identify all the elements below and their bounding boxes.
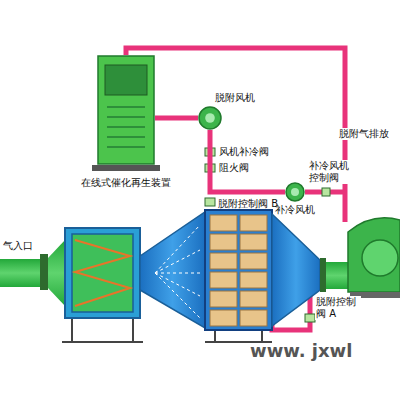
airflow xyxy=(155,225,200,318)
regeneration-device: 在线式催化再生装置 xyxy=(97,55,155,165)
device-stand xyxy=(92,165,160,171)
filter-box xyxy=(65,228,140,318)
valve-label: 阻火阀 xyxy=(219,162,249,174)
pipe-connector xyxy=(210,130,285,192)
watermark: www. jxwl xyxy=(250,340,352,362)
outlet-duct xyxy=(326,262,348,289)
valve-label: 脱附控制阀 A xyxy=(315,296,361,320)
node-label: 在线式催化再生装置 xyxy=(81,177,171,189)
carbon-grid xyxy=(210,215,267,326)
node-shape xyxy=(285,182,305,202)
main-fan xyxy=(348,218,400,292)
pipe xyxy=(126,48,345,330)
filter-media xyxy=(72,234,133,312)
node-shape xyxy=(97,55,155,165)
valve-label: 补冷风机控制阀 xyxy=(308,160,350,184)
fan-housing xyxy=(362,240,398,276)
flange xyxy=(40,254,48,290)
node-shape xyxy=(198,106,222,130)
valve-label: 脱附气排放 xyxy=(338,128,390,140)
valve-label: 风机补冷阀 xyxy=(219,146,269,158)
inlet-duct: 气入口 xyxy=(0,258,40,288)
node-shape xyxy=(0,258,40,288)
node-label: 补冷风机 xyxy=(275,204,315,216)
valve-label: 脱附控制阀 B xyxy=(218,198,278,210)
fan-node: 脱附风机 xyxy=(198,106,222,130)
outlet-cone xyxy=(272,214,320,326)
fan-node: 补冷风机 xyxy=(285,182,305,202)
flange xyxy=(320,258,326,292)
node-label: 气入口 xyxy=(3,240,33,252)
adsorption-bed xyxy=(205,210,272,330)
filter-zigzag xyxy=(75,240,130,306)
node-label: 脱附风机 xyxy=(215,92,255,104)
inlet-cone xyxy=(140,212,205,328)
pipe-connector xyxy=(155,116,198,121)
transition xyxy=(48,240,65,306)
